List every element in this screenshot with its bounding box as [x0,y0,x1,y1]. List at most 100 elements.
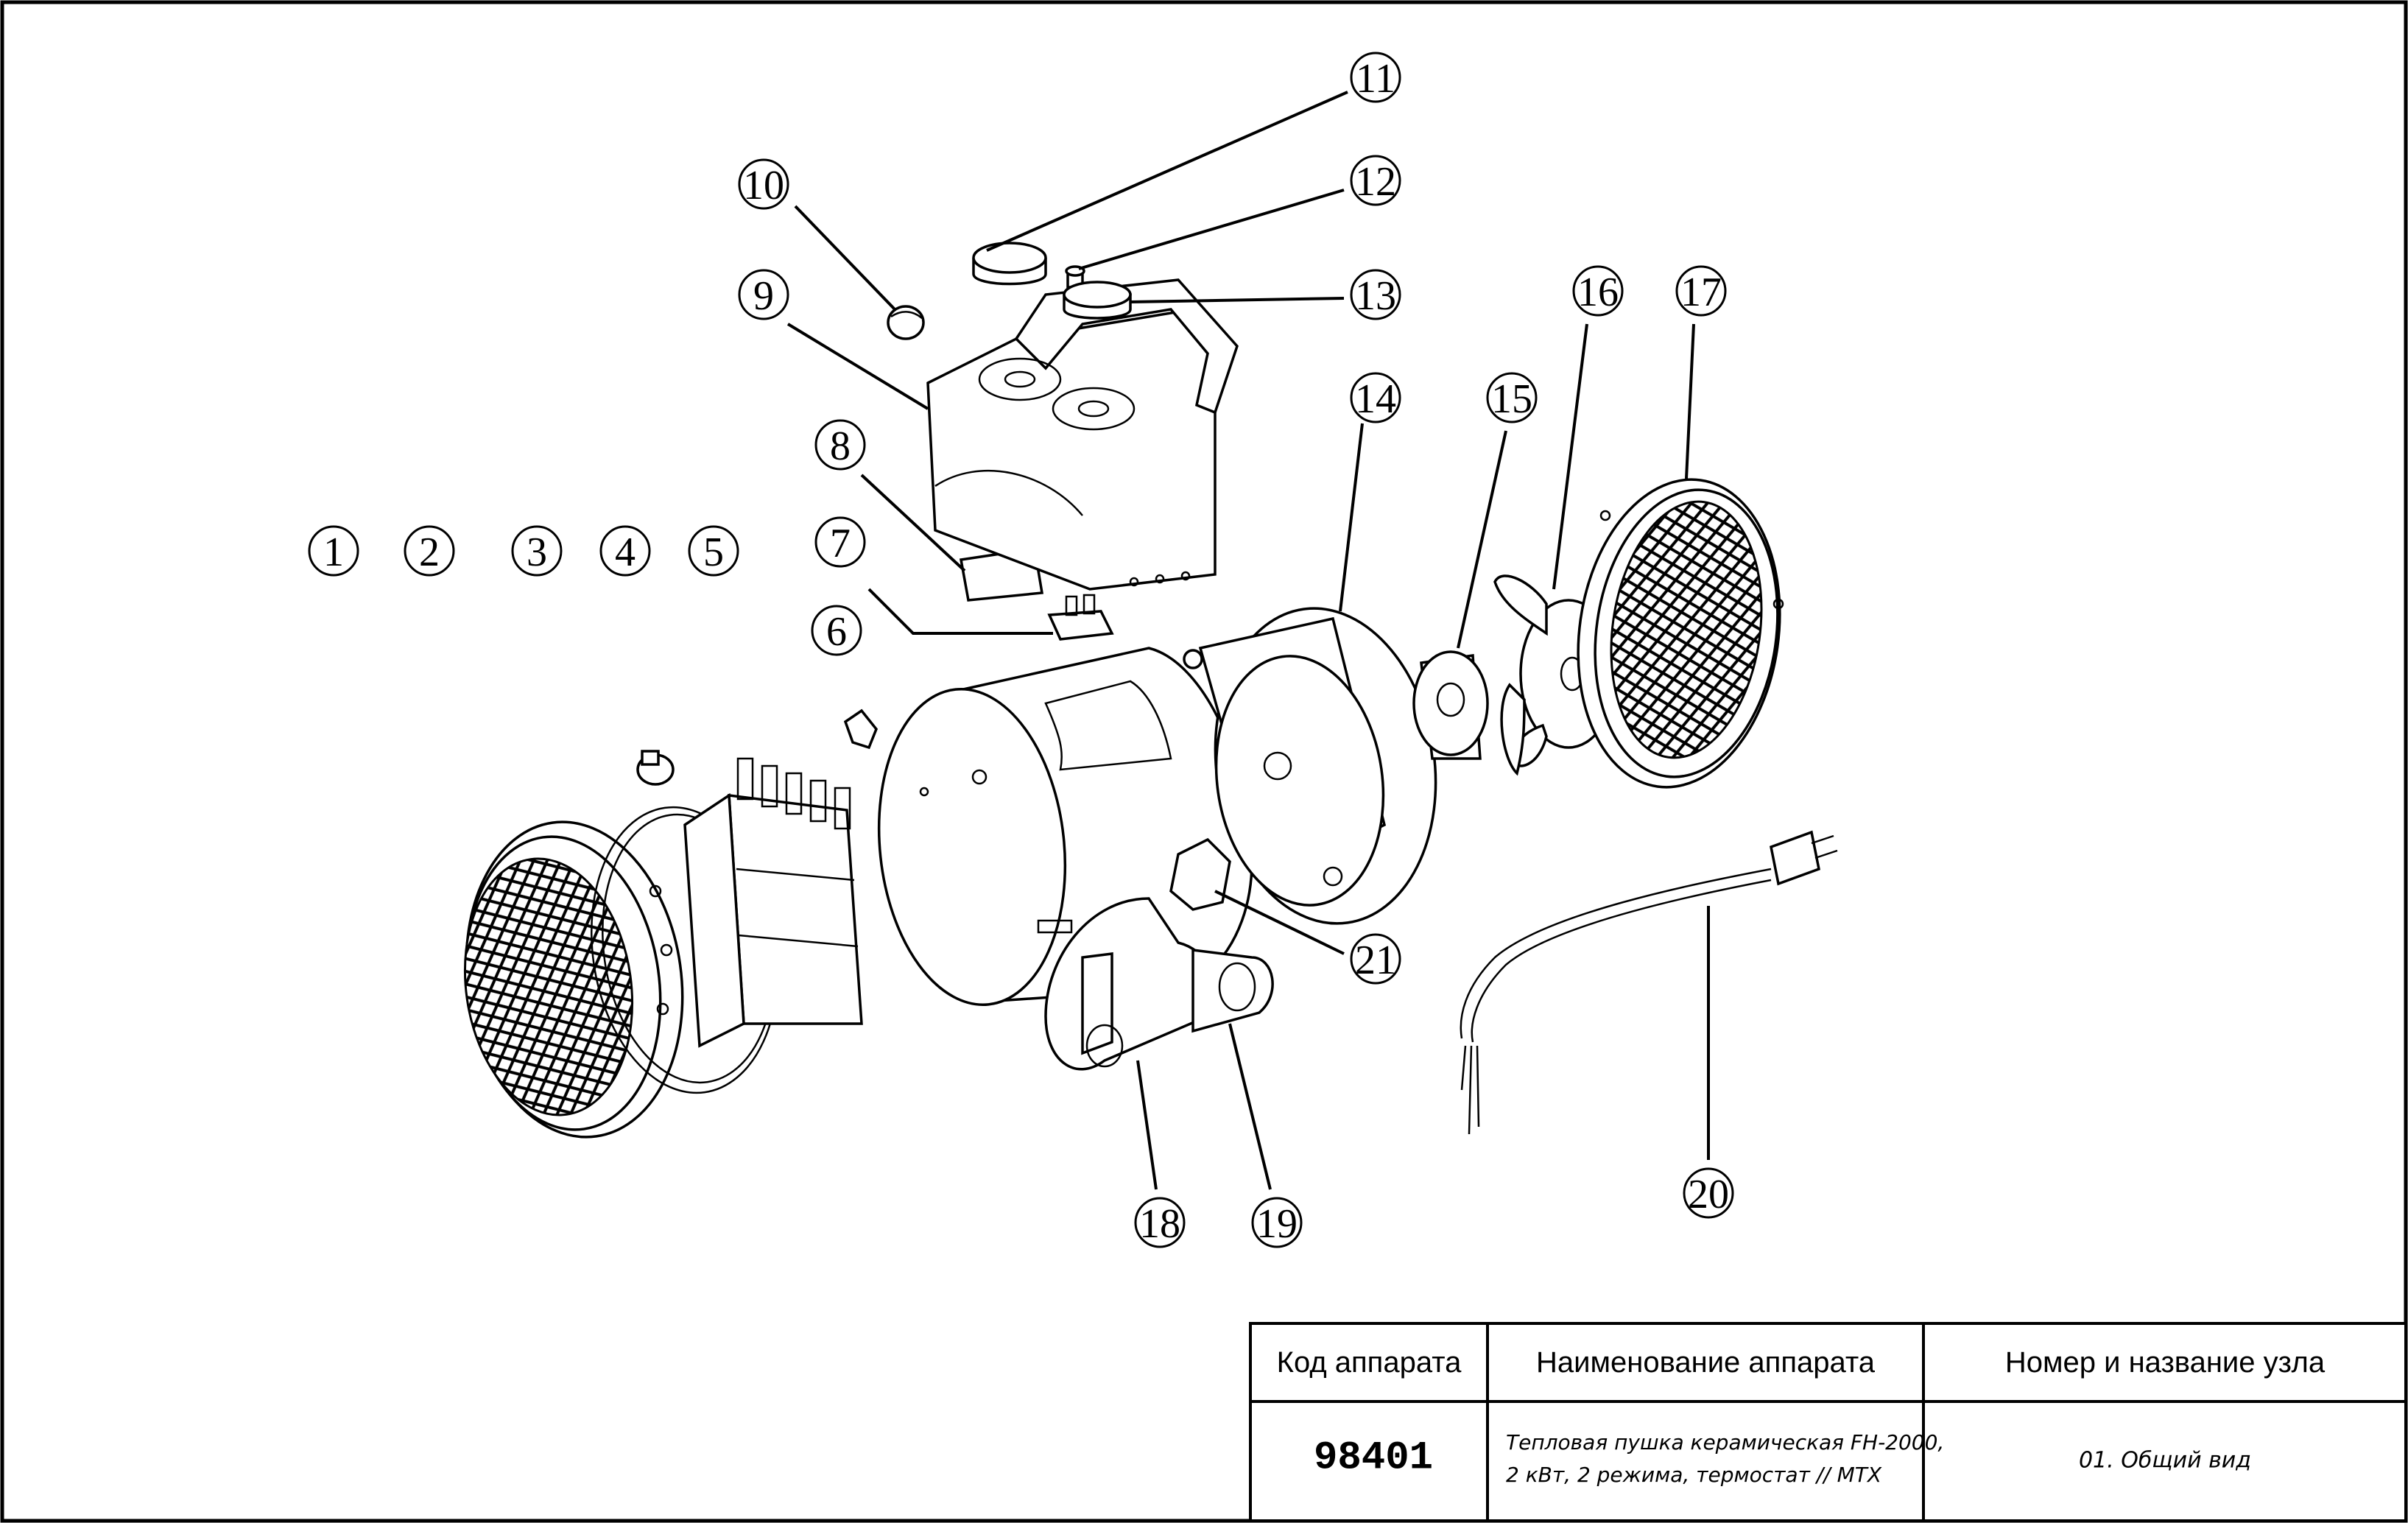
callout-13: 13 [1130,269,1401,320]
callout-number: 13 [1355,273,1396,319]
callout-number: 6 [826,609,847,655]
rear-grille [1577,478,1784,789]
callout-1: 1 [308,525,359,577]
leader-line [1552,323,1588,590]
fan-housing [1183,607,1437,925]
mode-switch [1047,594,1114,641]
callout-circle [404,525,455,577]
fan-motor [1412,650,1489,760]
callout-circle [738,158,789,210]
callout-10: 10 [738,158,896,311]
callout-circle [1350,155,1401,206]
callout-21: 21 [1214,890,1401,985]
top-cover [926,278,1239,591]
unit-value: 01. Общий вид [2079,1448,2251,1474]
callout-circle [1350,269,1401,320]
callout-number: 7 [830,521,851,566]
callout-9: 9 [738,269,929,410]
leader-line [1339,423,1364,612]
callout-number: 20 [1688,1172,1729,1217]
callout-circle [738,269,789,320]
callout-number: 15 [1491,376,1532,422]
callout-number: 19 [1256,1201,1298,1247]
callout-number: 5 [703,530,724,575]
leader-line [986,91,1348,252]
name-value-line2: 2 кВт, 2 режима, термостат // MTX [1506,1463,1882,1487]
leader-line [1228,1023,1272,1190]
callout-number: 8 [830,423,851,469]
leader-line [1457,430,1507,649]
indicator-button [887,305,925,340]
callout-19: 19 [1228,1023,1303,1248]
title-block: Код аппарата Наименование аппарата Номер… [1249,1322,2407,1522]
callout-circle [1134,1197,1186,1248]
code-header: Код аппарата [1277,1346,1462,1379]
callout-15: 15 [1457,372,1538,649]
callout-number: 9 [753,273,774,319]
callout-18: 18 [1134,1060,1186,1248]
callout-number: 12 [1355,159,1396,205]
callout-circle [1675,265,1727,317]
callout-2: 2 [404,525,455,577]
leader-line [867,588,1053,635]
callout-circle [1683,1167,1734,1219]
code-value: 98401 [1314,1436,1433,1481]
callout-circle [1350,52,1401,103]
housing-cylinder [877,647,1253,1006]
heating-element-block [683,757,863,1048]
callout-8: 8 [814,419,966,572]
callout-17: 17 [1675,265,1727,479]
callout-number: 16 [1577,270,1619,315]
leader-line [786,323,929,410]
callout-circle [811,605,862,656]
callout-circle [1251,1197,1303,1248]
callout-circle [1350,933,1401,985]
callout-3: 3 [511,525,563,577]
small-cover [843,708,879,750]
callout-number: 3 [527,530,547,575]
callout-16: 16 [1552,265,1624,590]
leader-line [1136,1060,1158,1190]
callout-number: 21 [1355,938,1396,983]
callout-circle [814,419,866,471]
callout-number: 18 [1139,1201,1180,1247]
callout-number: 11 [1356,56,1395,102]
knob-seat [1063,281,1132,320]
leader-line [860,474,966,572]
callout-number: 14 [1355,376,1396,422]
callout-12: 12 [1078,155,1401,270]
callout-circle [814,516,866,568]
leader-line [1078,189,1345,270]
power-cord [1460,830,1838,1135]
callout-circle [1350,372,1401,423]
leader-line [1685,323,1695,479]
callout-4: 4 [599,525,651,577]
handle-stand [1044,897,1274,1071]
callout-5: 5 [688,525,739,577]
name-header: Наименование аппарата [1536,1346,1876,1379]
callout-7: 7 [814,516,1053,635]
callout-number: 4 [615,530,636,575]
callout-number: 1 [323,530,344,575]
callout-14: 14 [1339,372,1401,612]
front-grille [463,820,684,1139]
leader-line [1214,890,1345,955]
name-value-line1: Тепловая пушка керамическая FH-2000, [1506,1430,1944,1455]
callout-6: 6 [811,605,862,656]
unit-header: Номер и название узла [2005,1346,2326,1379]
leader-line [1130,297,1345,303]
callout-circle [1486,372,1538,423]
thermal-fuse [636,750,675,786]
callout-20: 20 [1683,906,1734,1219]
callout-circle [1572,265,1624,317]
control-knob [972,242,1047,286]
callout-number: 17 [1680,270,1722,315]
callout-number: 10 [743,163,784,208]
callout-number: 2 [419,530,440,575]
callout-circle [599,525,651,577]
callout-circle [308,525,359,577]
callout-circle [511,525,563,577]
callout-circle [688,525,739,577]
